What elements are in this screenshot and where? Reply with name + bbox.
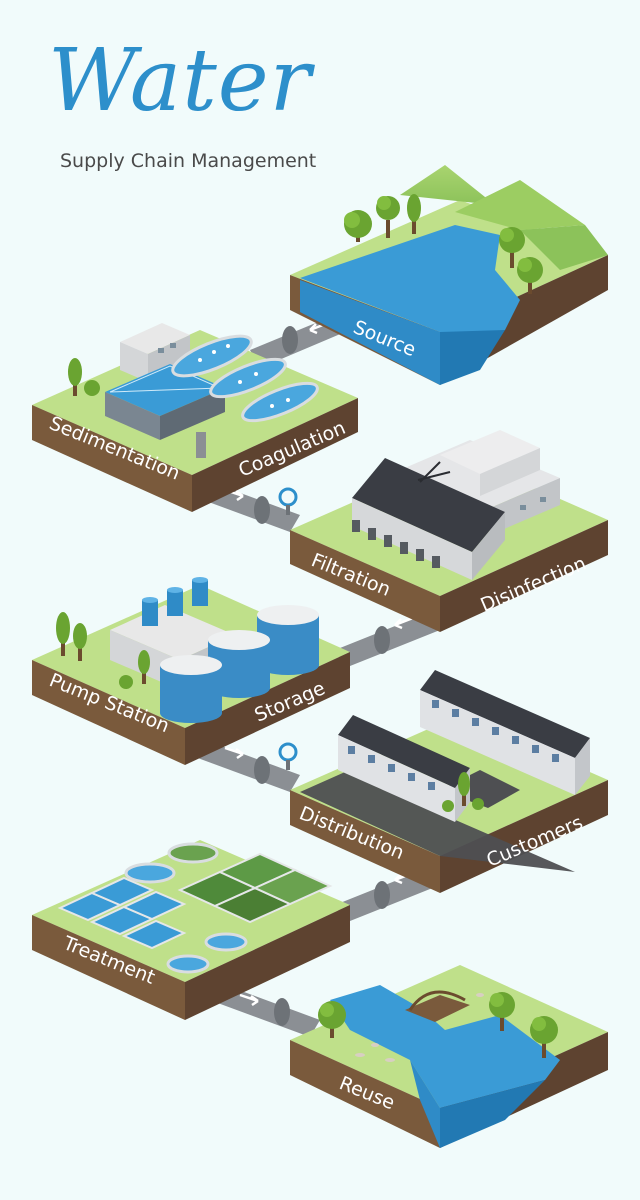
arrow-icon [394, 616, 414, 630]
clarifier-tank [204, 932, 248, 952]
arrow-icon [239, 993, 259, 1007]
tree-icon [376, 196, 400, 238]
clarifier-tank [166, 954, 210, 974]
mountain [455, 180, 585, 230]
tank-icon [167, 587, 183, 616]
tree-icon [344, 210, 372, 242]
tree-icon [318, 1001, 346, 1038]
lake [300, 225, 520, 340]
header: Water Supply Chain Management [0, 0, 640, 190]
block-distribution: Distribution Customers [290, 670, 608, 893]
tree-icon [517, 257, 543, 294]
block-sedimentation: Sedimentation Coagulation [32, 323, 358, 512]
pipe-disinfection-to-storage [335, 612, 440, 668]
valve-icon [278, 742, 298, 762]
building-icon [400, 430, 560, 535]
treatment-ponds [177, 852, 333, 924]
block-filtration: Filtration Disinfection [290, 430, 608, 632]
tree-icon [407, 194, 421, 234]
storage-tank [257, 605, 319, 675]
arrow-icon [224, 746, 244, 760]
pipe-source-to-sedimentation [250, 315, 345, 368]
tree-icon [458, 772, 470, 806]
tree-icon [138, 650, 150, 684]
block-source: Source [290, 165, 608, 385]
treatment-basins [57, 876, 187, 950]
clarifier-tank [124, 862, 176, 884]
page-title: Water [48, 31, 312, 131]
house-icon [420, 670, 590, 795]
mountain [400, 165, 495, 205]
filtration-building [352, 458, 505, 580]
valve-icon [278, 487, 298, 507]
pipe-pump-to-distribution [195, 740, 300, 792]
storage-tank [160, 655, 222, 723]
block-pump-station: Pump Station Storage [32, 577, 350, 765]
river [330, 985, 560, 1108]
page-subtitle: Supply Chain Management [60, 150, 317, 172]
block-treatment: Treatment [32, 840, 350, 1020]
tree-icon [84, 380, 100, 396]
sedimentation-tank [105, 364, 225, 440]
clarifier-tank [167, 842, 219, 864]
tree-icon [68, 358, 82, 396]
bridge-icon [405, 990, 470, 1022]
clarifier-tank [171, 334, 253, 378]
tank-icon [142, 597, 158, 626]
tree-icon [499, 227, 525, 268]
block-reuse: Reuse [290, 965, 608, 1148]
tree-icon [489, 992, 515, 1031]
tree-icon [56, 612, 70, 656]
clarifier-tank [241, 381, 319, 423]
tree-icon [73, 623, 87, 661]
clarifier-tank [209, 357, 287, 399]
tree-icon [530, 1016, 558, 1058]
tank-icon [192, 577, 208, 606]
pipe-treatment-to-reuse [215, 985, 320, 1037]
